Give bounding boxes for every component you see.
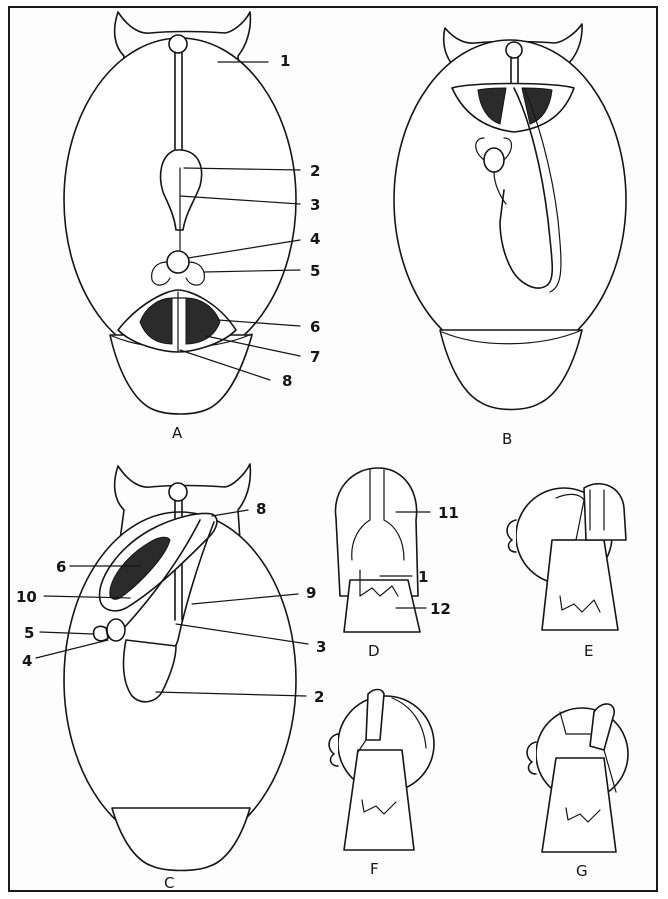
figure-b-ganglion: [484, 148, 504, 172]
figure-f-label: F: [370, 860, 379, 878]
figure-a-callout-5: 5: [310, 262, 320, 280]
figure-d-callout-12: 12: [430, 600, 451, 618]
figure-c-callout-2: 2: [314, 688, 324, 706]
figure-c-organ-5: [94, 626, 108, 640]
figure-e-spire: [507, 520, 516, 552]
figure-c-callout-6: 6: [56, 558, 66, 576]
figure-a-callout-4: 4: [310, 230, 320, 248]
figure-d-callout-1: 1: [418, 568, 428, 586]
figure-a-mouth: [169, 35, 187, 53]
figure-a-callout-2: 2: [310, 162, 320, 180]
figure-d-callout-11: 11: [438, 504, 459, 522]
figure-f-spire: [329, 734, 338, 766]
figure-b-label: B: [502, 430, 512, 448]
figure-a-ganglion: [167, 251, 189, 273]
figure-c-ganglion: [107, 619, 125, 641]
figure-f-tube: [366, 690, 384, 741]
figure-c-label: C: [164, 874, 174, 892]
figure-a-callout-1: 1: [280, 52, 290, 70]
figure-a-callout-6: 6: [310, 318, 320, 336]
figure-c-callout-4: 4: [22, 652, 32, 670]
figure-g-foot: [542, 758, 616, 852]
figure-a-callout-3: 3: [310, 196, 320, 214]
figure-b-tail: [440, 330, 582, 410]
figure-a-callout-8: 8: [282, 372, 292, 390]
figure-e-label: E: [584, 642, 593, 660]
figure-g: G: [527, 704, 628, 880]
figure-g-spire: [527, 742, 536, 774]
figure-c-callout-3: 3: [316, 638, 326, 656]
figure-c: 8 6 10 9 5 4 3 2 C: [16, 464, 326, 892]
figure-g-label: G: [576, 862, 588, 880]
figure-a: 1 2 3 4 5 6 7 8 A: [64, 12, 320, 442]
figure-c-callout-9: 9: [306, 584, 316, 602]
figure-b-mouth: [506, 42, 522, 58]
figure-b: B: [394, 24, 626, 448]
figure-f: F: [329, 690, 434, 879]
figure-d-mantle: [335, 468, 418, 596]
figure-a-callout-7: 7: [310, 348, 320, 366]
figure-e: E: [507, 484, 626, 660]
figure-d-label: D: [368, 642, 380, 660]
figure-c-tail: [112, 808, 250, 871]
figure-c-callout-10: 10: [16, 588, 37, 606]
figure-c-callout-8: 8: [256, 500, 266, 518]
figure-c-callout-5: 5: [24, 624, 34, 642]
figure-d: 11 1 12 D: [335, 468, 458, 660]
figure-d-foot: [344, 580, 420, 632]
figure-a-label: A: [172, 424, 183, 442]
figure-c-leader-8: [212, 510, 248, 516]
figure-e-foot: [542, 540, 618, 630]
figure-c-mouth: [169, 483, 187, 501]
